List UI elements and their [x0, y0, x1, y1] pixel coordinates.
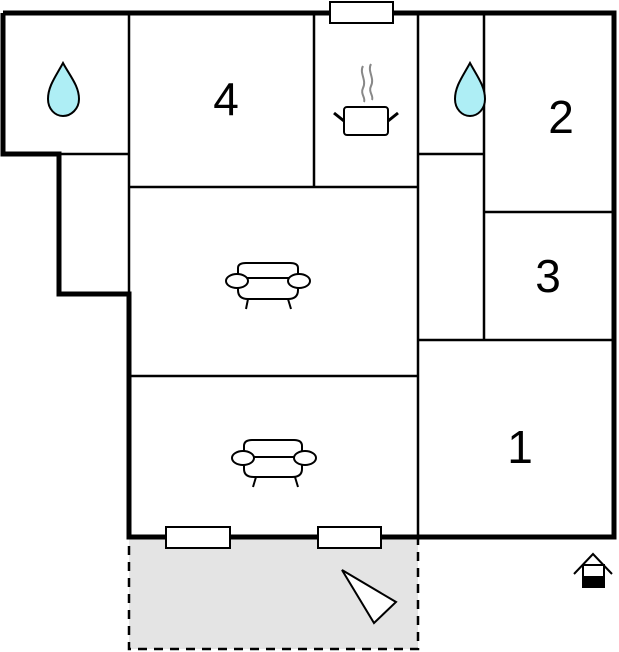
room-label-4: 4: [213, 73, 239, 125]
entrance-house-icon: [573, 552, 613, 588]
room-label-1: 1: [507, 421, 533, 473]
cooking-pot-icon: [333, 63, 399, 136]
sofa-icon: [231, 439, 317, 488]
interior-walls: [59, 13, 614, 537]
window-bottom-left: [165, 526, 231, 549]
window-top: [329, 1, 394, 24]
room-label-3: 3: [535, 250, 561, 302]
room-label-2: 2: [548, 91, 574, 143]
water-drop-icon: [453, 60, 487, 118]
water-drop-icon: [46, 60, 81, 118]
window-bottom-right: [317, 526, 382, 549]
sun-direction-icon: [341, 569, 398, 625]
sofa-icon: [225, 262, 311, 310]
